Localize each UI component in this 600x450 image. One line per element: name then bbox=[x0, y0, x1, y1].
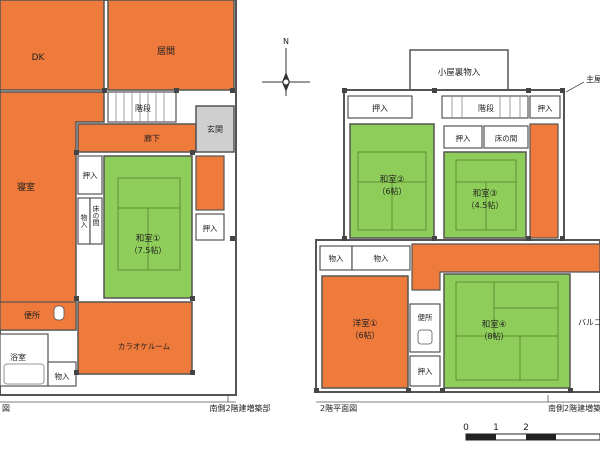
room-closet-c bbox=[195, 213, 225, 241]
label-tokonoma: 床の間 bbox=[92, 204, 100, 227]
room-washitsu-4 bbox=[443, 273, 571, 389]
room-hallway bbox=[77, 123, 197, 153]
label-living: 居間 bbox=[157, 46, 175, 57]
label-stairs-2: 階段 bbox=[478, 103, 494, 113]
annotation-main-house: 主屋 bbox=[586, 74, 600, 84]
room-living bbox=[107, 0, 235, 91]
room-tokonoma bbox=[89, 197, 103, 245]
label-bath: 浴室 bbox=[10, 352, 26, 362]
room-attic bbox=[409, 49, 509, 91]
label-storage-b: 物入 bbox=[374, 253, 389, 263]
room-closet-mid bbox=[443, 125, 483, 149]
room-tokonoma-2 bbox=[483, 125, 529, 149]
label-closet-b: 物入 bbox=[80, 213, 88, 228]
room-toilet-2 bbox=[409, 303, 441, 353]
room-yoshitsu-1 bbox=[321, 275, 409, 389]
room-veranda-strip bbox=[529, 123, 559, 239]
scale-label-0: 0 bbox=[463, 423, 469, 433]
room-closet-top-left bbox=[347, 95, 413, 119]
stairs-upper bbox=[441, 95, 529, 119]
room-washitsu-3 bbox=[443, 151, 527, 239]
label-closet-c: 押入 bbox=[203, 223, 218, 233]
label-washitsu-3-size: （4.5帖） bbox=[467, 200, 504, 210]
room-closet-a bbox=[77, 155, 103, 195]
room-closet-bottom bbox=[409, 355, 441, 387]
stairs-area bbox=[107, 91, 177, 123]
label-karaoke: カラオケルーム bbox=[118, 342, 170, 351]
label-attic: 小屋裏物入 bbox=[438, 67, 481, 78]
annotation-first-floor: 南側2階建増築部 bbox=[209, 403, 270, 413]
label-washitsu-4: 和室④ bbox=[482, 319, 507, 330]
compass-north: N bbox=[283, 37, 289, 46]
room-storage bbox=[47, 361, 77, 387]
first-floor-plan: DK 居間 寝室 階段 廊下 玄関 押入 物入 床の間 和室① （7.5帖） 押… bbox=[0, 0, 271, 413]
label-washitsu-3: 和室③ bbox=[473, 188, 498, 199]
label-washitsu-1-size: （7.5帖） bbox=[130, 245, 167, 255]
room-corridor-strip bbox=[195, 155, 225, 211]
label-closet-top-right: 押入 bbox=[538, 103, 553, 113]
scale-bar: 0 1 2 bbox=[463, 423, 600, 441]
label-storage: 物入 bbox=[55, 371, 70, 381]
label-entrance: 玄関 bbox=[207, 124, 223, 134]
label-closet-a: 押入 bbox=[83, 170, 98, 180]
room-hallway-2 bbox=[411, 243, 600, 291]
label-stairs: 階段 bbox=[135, 103, 151, 113]
label-toilet: 便所 bbox=[24, 310, 40, 320]
room-closet-top-right bbox=[529, 95, 561, 119]
caption-first-floor: 図 bbox=[2, 404, 10, 413]
room-storage-b bbox=[351, 245, 411, 271]
caption-second-floor: 2階平面図 bbox=[320, 403, 357, 413]
scale-label-1: 1 bbox=[493, 423, 499, 433]
room-entrance bbox=[195, 105, 235, 153]
room-storage-a bbox=[319, 245, 353, 271]
label-washitsu-4-size: （8帖） bbox=[479, 331, 508, 341]
scale-label-2: 2 bbox=[523, 423, 529, 433]
label-closet-bottom: 押入 bbox=[418, 366, 433, 376]
compass: N bbox=[262, 37, 310, 96]
label-closet-top-left: 押入 bbox=[372, 103, 388, 113]
label-yoshitsu-1: 洋室① bbox=[353, 318, 378, 329]
room-dk bbox=[0, 0, 105, 91]
label-washitsu-2-size: （6帖） bbox=[377, 186, 406, 196]
label-washitsu-1: 和室① bbox=[136, 233, 161, 244]
label-closet-mid: 押入 bbox=[456, 133, 471, 143]
label-balcony: バルコ bbox=[578, 318, 600, 327]
room-karaoke bbox=[77, 301, 193, 375]
label-tokonoma-2: 床の間 bbox=[495, 133, 518, 143]
label-toilet-2: 便所 bbox=[418, 312, 433, 322]
label-bedroom: 寝室 bbox=[17, 181, 35, 193]
label-storage-a: 物入 bbox=[329, 253, 344, 263]
label-hallway: 廊下 bbox=[144, 133, 160, 143]
annotation-second-floor: 南側2階建増築部 bbox=[548, 403, 600, 413]
label-dk: DK bbox=[32, 53, 46, 63]
label-washitsu-2: 和室② bbox=[380, 174, 405, 185]
label-yoshitsu-1-size: （6帖） bbox=[350, 330, 379, 340]
second-floor-plan: 小屋裏物入 押入 階段 押入 押入 床の間 和室② （6帖） 和室③ （4.5帖… bbox=[314, 49, 600, 413]
